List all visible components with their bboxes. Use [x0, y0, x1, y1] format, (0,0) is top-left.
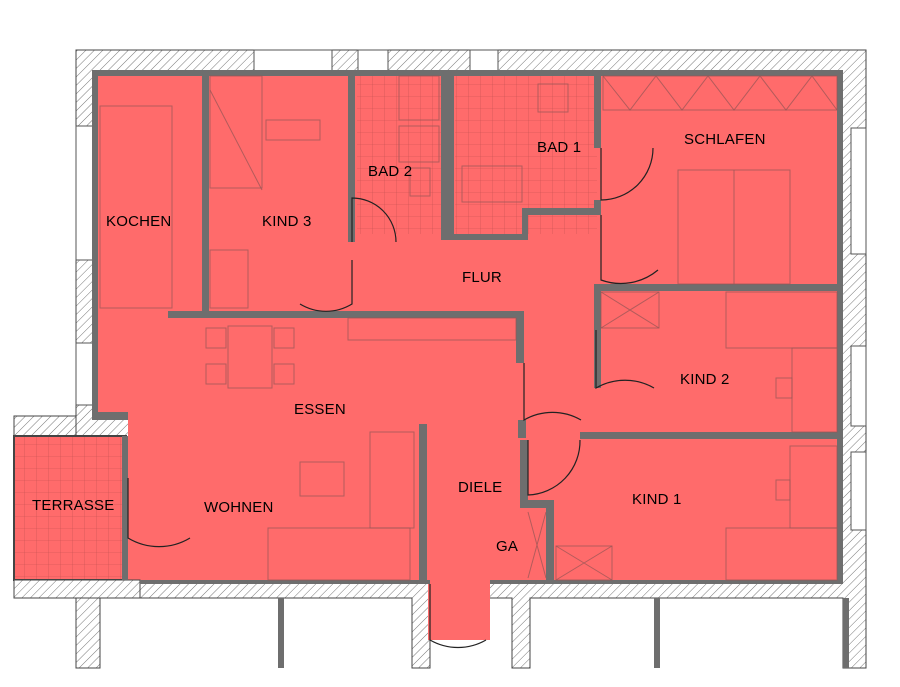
label-kochen: KOCHEN [106, 213, 171, 230]
label-wohnen: WOHNEN [204, 499, 274, 516]
label-essen: ESSEN [294, 401, 346, 418]
label-flur: FLUR [462, 269, 502, 286]
interior-walls [92, 70, 843, 584]
bad1-tiles [455, 74, 597, 234]
doors [127, 147, 659, 649]
terrace-area [13, 435, 127, 581]
label-kind2: KIND 2 [680, 371, 730, 388]
floor-area [96, 74, 843, 640]
label-kind1: KIND 1 [632, 491, 682, 508]
label-schlafen: SCHLAFEN [684, 131, 766, 148]
label-bad2: BAD 2 [368, 163, 412, 180]
label-kind3: KIND 3 [262, 213, 312, 230]
furniture [99, 75, 838, 581]
room-labels: KOCHEN KIND 3 BAD 2 BAD 1 SCHLAFEN FLUR … [32, 131, 766, 555]
label-diele: DIELE [458, 479, 502, 496]
label-terrasse: TERRASSE [32, 497, 114, 514]
label-ga: GA [496, 538, 518, 555]
label-bad1: BAD 1 [537, 139, 581, 156]
structure-posts [278, 598, 849, 668]
